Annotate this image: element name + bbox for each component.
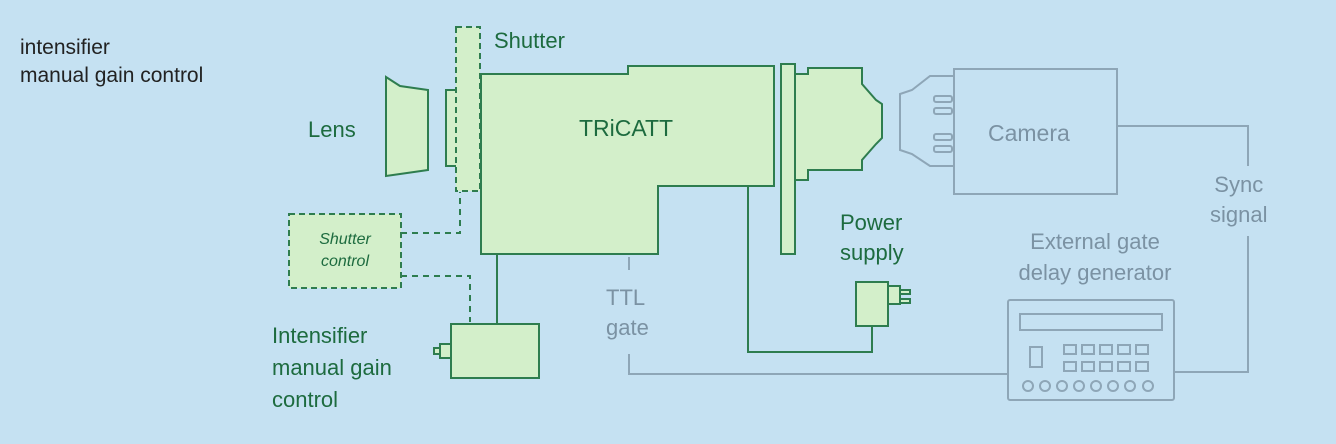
intensifier-control-label: Intensifier manual gain control <box>272 323 392 412</box>
tricatt-label: TRiCATT <box>579 115 674 141</box>
power-supply-cable <box>747 186 873 353</box>
external-gate-label: External gate delay generator <box>1018 229 1172 285</box>
power-supply-label: Power supply <box>840 210 904 265</box>
ttl-gate-line-lower <box>628 354 1008 375</box>
shutter-control-box <box>288 213 402 289</box>
grey-connection-lines <box>628 125 1249 375</box>
delay-generator-keypad <box>1063 344 1149 372</box>
shutter-label: Shutter <box>494 28 565 53</box>
power-supply-box <box>855 281 889 327</box>
sync-signal-label: Sync signal <box>1210 172 1268 227</box>
tricatt-body <box>480 65 775 255</box>
lens-label: Lens <box>308 117 356 142</box>
shutter-control-label: Shutter control <box>319 231 371 270</box>
caption-line-2: manual gain control <box>20 64 204 87</box>
sync-signal-line <box>1117 125 1249 166</box>
delay-generator-graphic <box>1007 299 1175 401</box>
intensifier-control-box <box>450 323 540 379</box>
shutter-graphic <box>455 26 481 192</box>
camera-label: Camera <box>988 120 1070 146</box>
camera-adapter-flange <box>780 63 796 255</box>
ttl-gate-label: TTL gate <box>606 285 649 340</box>
sync-signal-line-lower <box>1174 236 1249 373</box>
delay-generator-body <box>1007 299 1175 401</box>
caption-line-1: intensifier <box>20 36 110 59</box>
green-connection-lines <box>496 186 873 353</box>
camera-graphic <box>899 68 1118 195</box>
delay-generator-ports <box>1022 380 1154 392</box>
camera-body <box>953 68 1118 195</box>
shutter-intensifier-link <box>401 275 471 322</box>
delay-generator-display <box>1019 313 1163 331</box>
lens-graphic <box>385 75 429 178</box>
shutter-control-link <box>401 192 461 234</box>
relay-lens-coupler <box>794 67 883 181</box>
dashed-control-lines <box>401 192 471 322</box>
intensifier-knob <box>439 343 452 359</box>
